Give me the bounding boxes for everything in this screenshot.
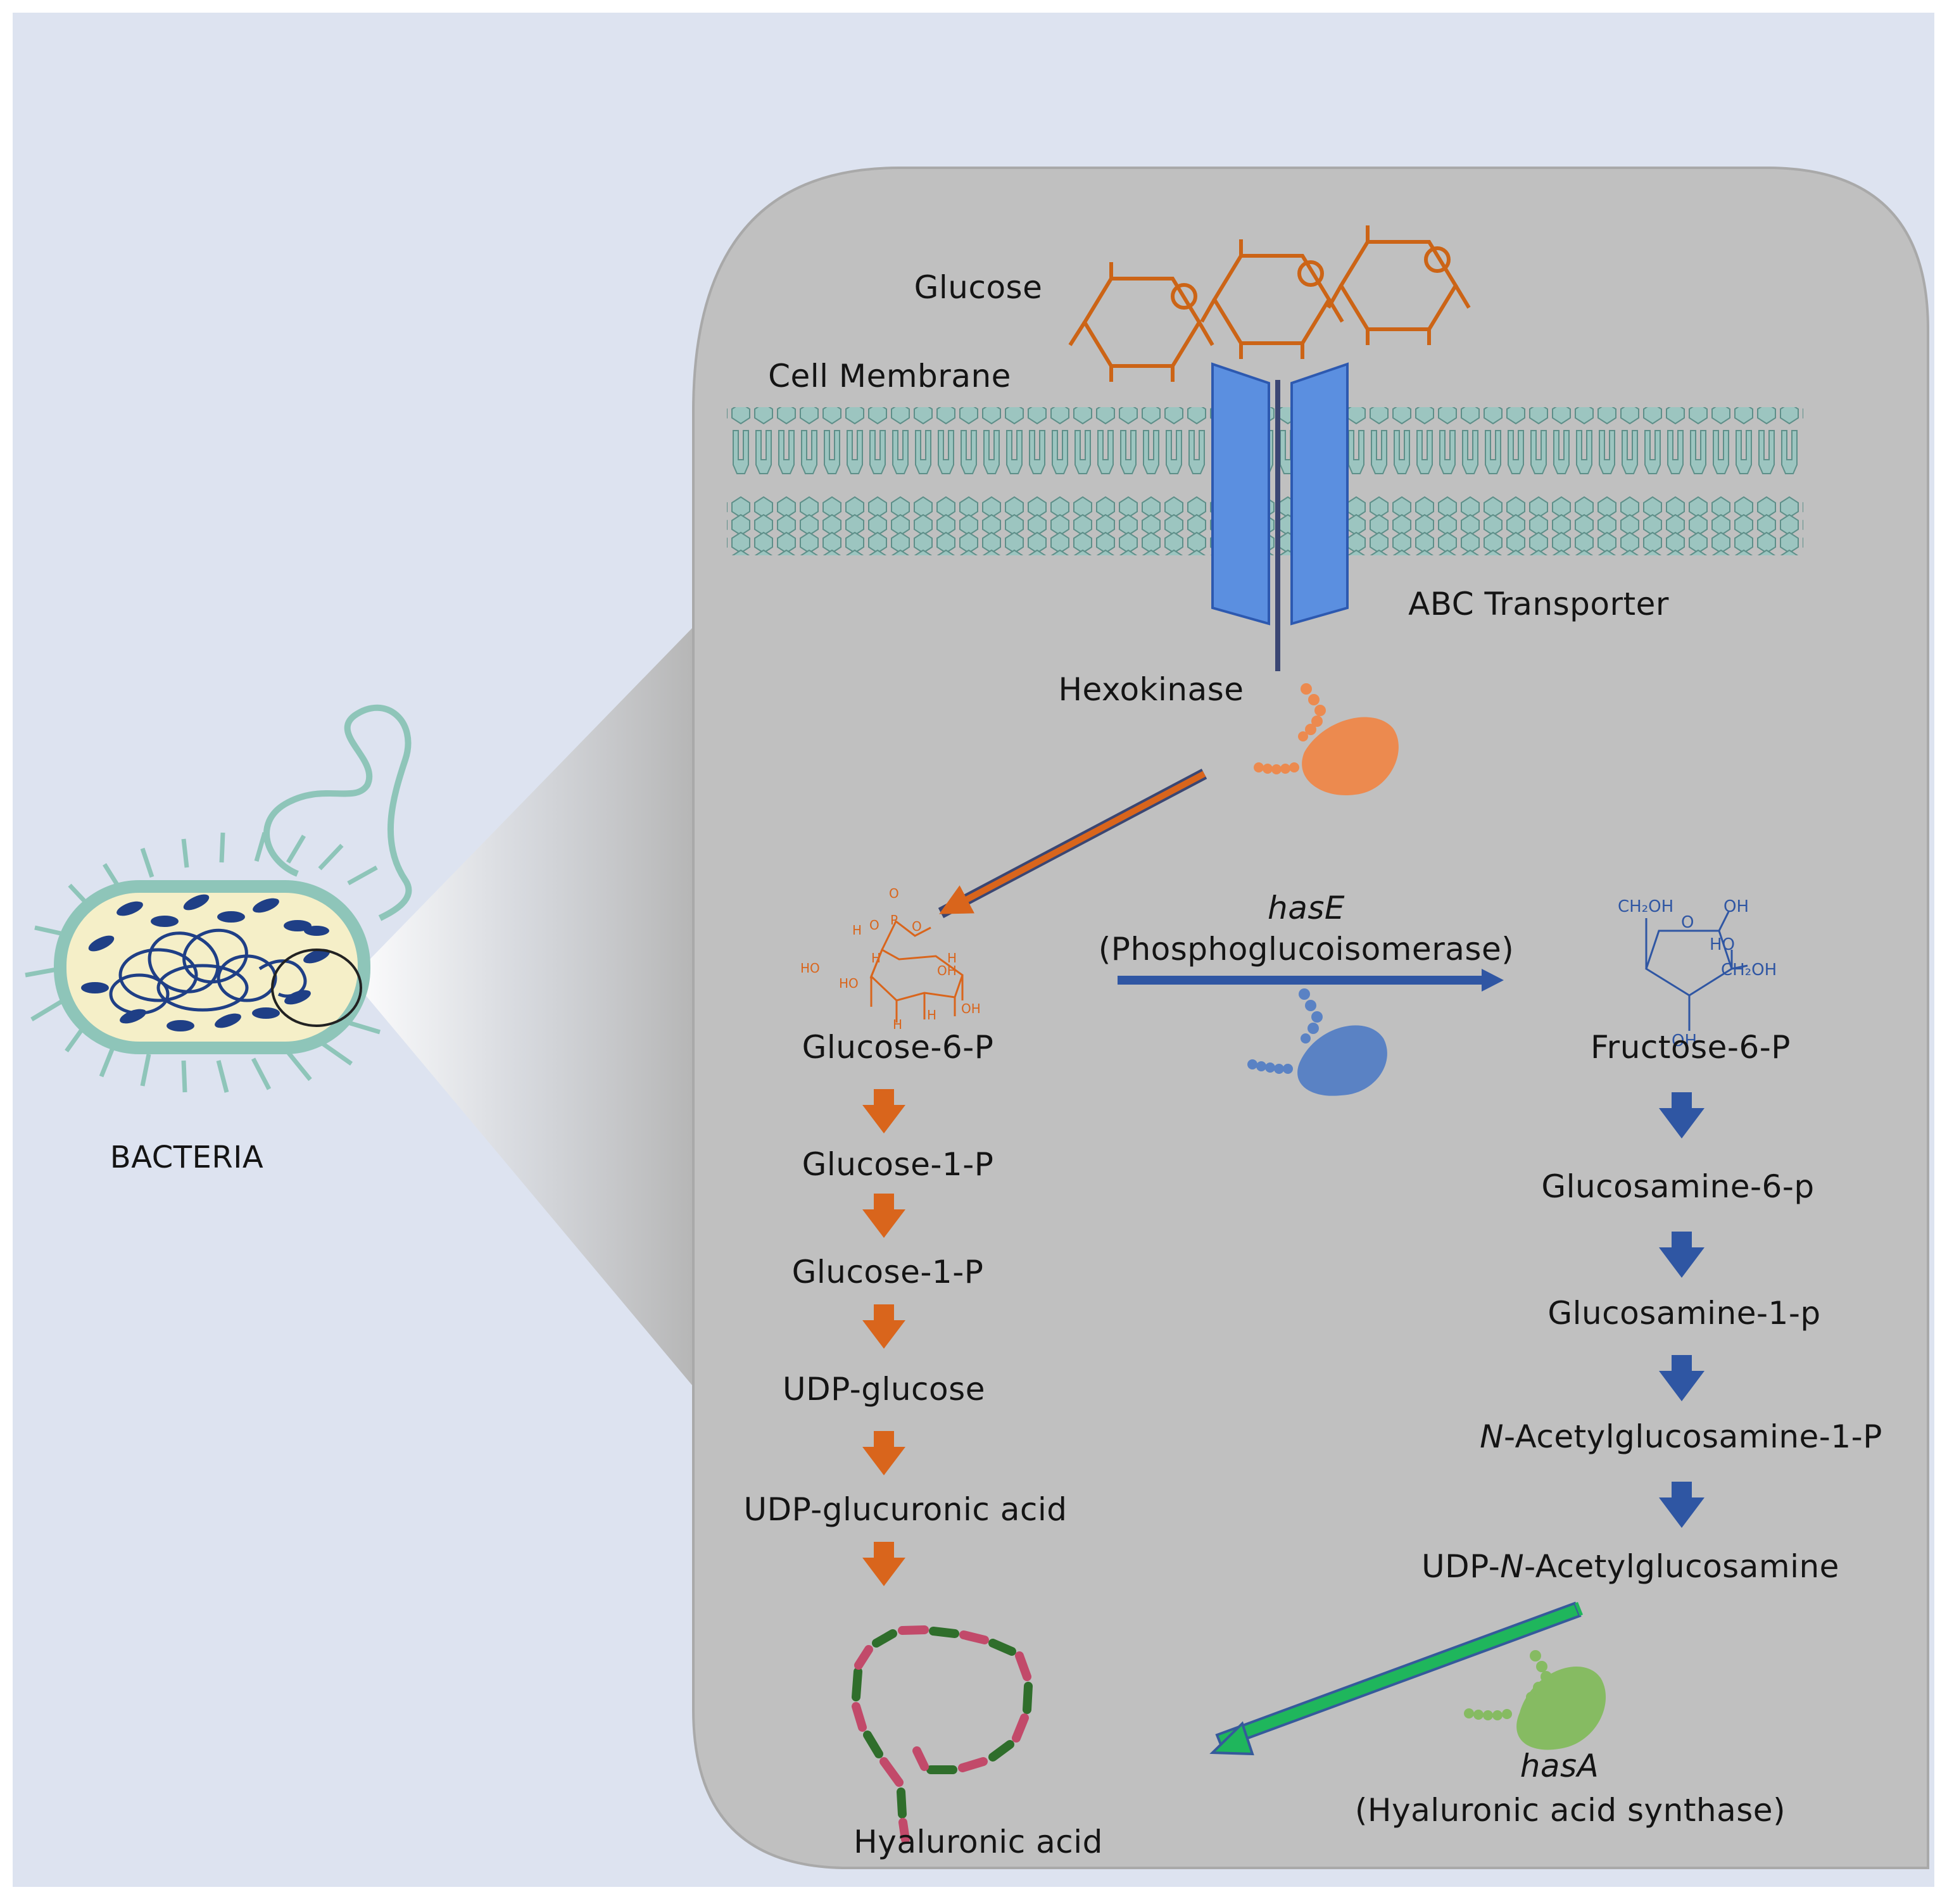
hase-gene-label: hasE (1268, 890, 1345, 926)
pathway-glucose-6-p: Glucose-6-P (802, 1029, 994, 1066)
g6p-atom: OH (961, 1001, 981, 1016)
g6p-atom: P (890, 912, 898, 928)
glucose-ring-icon (1068, 225, 1471, 382)
pathway-udp-n-acetylglucosamine: UDP-N-Acetylglucosamine (1421, 1548, 1839, 1585)
f6p-atom: OH (1723, 897, 1749, 916)
f6p-atom: CH₂OH (1721, 961, 1777, 980)
g6p-atom: O (912, 919, 922, 934)
hexokinase-label: Hexokinase (1058, 671, 1244, 708)
pathway-glucose-1-p: Glucose-1-P (802, 1146, 994, 1183)
pathway-glucosamine-1-p: Glucosamine-1-p (1547, 1295, 1821, 1332)
pathway-udp-glucose: UDP-glucose (783, 1371, 985, 1408)
orange-arrows (862, 1089, 905, 1586)
g6p-atom: H (893, 1017, 902, 1032)
blue-arrow (1659, 1355, 1704, 1401)
orange-arrow (862, 1089, 905, 1133)
abc-transporter-icon (1211, 362, 1349, 671)
glucose-6-p-structure-icon (869, 919, 964, 1023)
fructose-6-p-atoms: CH₂OH O OH HO CH₂OH OH (1618, 897, 1777, 1050)
pathway-glucose-1-p-second: Glucose-1-P (791, 1254, 984, 1290)
bacterium-icon (25, 704, 412, 1093)
udp-prefix: UDP- (1421, 1548, 1501, 1585)
glucose-label: Glucose (914, 269, 1043, 306)
cell-panel (692, 167, 1929, 1869)
udp-rest: -Acetylglucosamine (1524, 1548, 1839, 1585)
enzyme-icon (1254, 683, 1399, 796)
pathway-fructose-6-p: Fructose-6-P (1591, 1029, 1791, 1066)
g6p-atom: O (889, 886, 899, 901)
n-acetyl-rest: -Acetylglucosamine-1-P (1504, 1418, 1882, 1455)
g6p-atom: H (927, 1007, 936, 1023)
f6p-atom: OH (1672, 1031, 1697, 1050)
zoom-cone (351, 627, 693, 1387)
g6p-atom: O (869, 917, 879, 933)
g6p-atom: OH (937, 963, 957, 978)
hase-enzyme-label: (Phosphoglucoisomerase) (1098, 931, 1515, 968)
pathway-glucosamine-6-p: Glucosamine-6-p (1541, 1168, 1815, 1205)
cell-membrane-label: Cell Membrane (768, 358, 1011, 394)
hasa-arrow (1209, 1601, 1583, 1756)
blue-arrow (1659, 1092, 1704, 1138)
hase-arrow (1118, 969, 1504, 992)
g6p-atom: H (852, 923, 862, 938)
pathway-udp-glucuronic-acid: UDP-glucuronic acid (743, 1491, 1068, 1528)
udp-n-italic: N (1500, 1548, 1525, 1585)
f6p-atom: HO (1710, 935, 1735, 954)
g6p-atom: HO (800, 961, 820, 976)
fructose-6-p-structure-icon (1645, 911, 1748, 1031)
n-italic: N (1480, 1418, 1504, 1455)
orange-arrow (862, 1194, 905, 1238)
hasa-enzyme-label: (Hyaluronic acid synthase) (1354, 1792, 1786, 1829)
g6p-atom: H (947, 950, 957, 966)
bacteria-label: BACTERIA (110, 1140, 264, 1175)
blue-arrows (1659, 1092, 1704, 1528)
g6p-atom: HO (839, 976, 859, 991)
hyaluronic-acid-label: Hyaluronic acid (854, 1824, 1103, 1860)
orange-arrow (862, 1431, 905, 1475)
glucose-6-p-atoms: O O P O H H HO HO OH OH H H H (800, 886, 981, 1032)
enzyme-icon (1247, 988, 1387, 1096)
blue-arrow (1659, 1482, 1704, 1528)
g6p-atom: H (871, 950, 881, 966)
f6p-atom: O (1681, 913, 1694, 932)
orange-arrow (862, 1542, 905, 1586)
orange-arrow (862, 1304, 905, 1349)
hyaluronic-acid-chain-icon (852, 1625, 1033, 1844)
pathway-n-acetylglucosamine-1-p: N-Acetylglucosamine-1-P (1480, 1418, 1882, 1455)
enzyme-icon (1464, 1650, 1606, 1750)
hasa-gene-label: hasA (1520, 1748, 1599, 1784)
f6p-atom: CH₂OH (1618, 897, 1673, 916)
abc-transporter-label: ABC Transporter (1408, 586, 1669, 622)
blue-arrow (1659, 1232, 1704, 1278)
